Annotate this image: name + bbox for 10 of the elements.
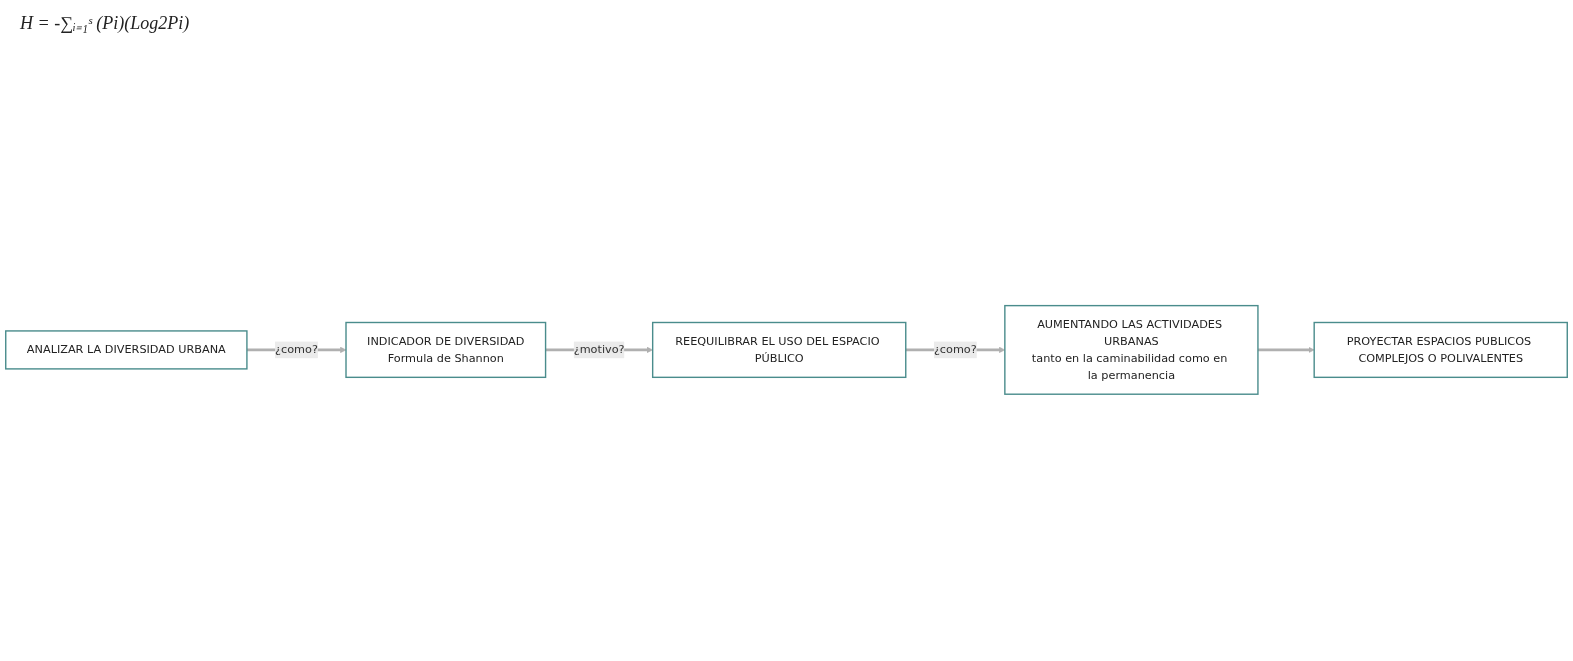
node-box: REEQUILIBRAR EL USO DEL ESPACIO PÚBLICO [651, 321, 907, 379]
edge-label: ¿motivo? [573, 342, 625, 357]
node-box: INDICADOR DE DIVERSIDAD Formula de Shannon [345, 321, 547, 379]
node-box: AUMENTANDO LAS ACTIVIDADES URBANAS tanto en la caminabilidad como en la permanencia [1004, 305, 1259, 395]
node-box: PROYECTAR ESPACIOS PUBLICOS COMPLEJOS O POLIVALENTES [1313, 321, 1568, 379]
arrow [1257, 346, 1315, 354]
edge-label: ¿como? [275, 342, 318, 357]
edge-label: ¿como? [933, 342, 977, 357]
node-box: ANALIZAR LA DIVERSIDAD URBANA [5, 330, 248, 370]
formula-text: H = -∑ᵢ₌₁ˢ (Pi)(Log2Pi) [20, 13, 190, 33]
